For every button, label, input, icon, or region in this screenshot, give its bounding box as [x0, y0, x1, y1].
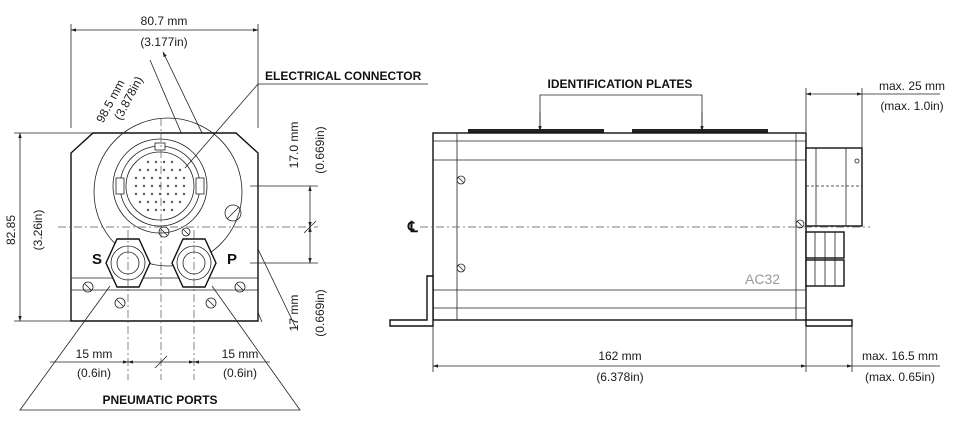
- top-offset-mm-text: 17.0 mm: [287, 122, 301, 169]
- front-view: 80.7 mm (3.177in) 98.5 mm (3.878in) 82.8…: [4, 14, 428, 411]
- length-in-text: (6.378in): [596, 370, 643, 384]
- height-in-text: (3.26in): [31, 210, 45, 251]
- front-flange: [93, 117, 243, 267]
- corner-screws-icon: [82, 226, 246, 309]
- top-offset-in-text: (0.669in): [313, 126, 327, 173]
- port-p-label: P: [227, 251, 237, 268]
- height-mm-text: 82.85: [4, 215, 18, 245]
- bottom-offset-mm-text: 17 mm: [287, 295, 301, 332]
- pneumatic-ports-label: PNEUMATIC PORTS: [102, 393, 217, 407]
- right-port-mm-text: 15 mm: [222, 347, 259, 361]
- left-bracket: [389, 275, 434, 327]
- max-bottom-mm-text: max. 16.5 mm: [862, 349, 938, 363]
- front-screw-icon: [224, 204, 242, 222]
- bottom-offset-in-text: (0.669in): [313, 289, 327, 336]
- width-mm-text: 80.7 mm: [141, 14, 188, 28]
- electrical-connector: [112, 138, 208, 234]
- identification-leader: [539, 94, 703, 132]
- port-s-label: S: [92, 251, 102, 268]
- max-bottom-in-text: (max. 0.65in): [865, 370, 935, 384]
- left-port-mm-text: 15 mm: [76, 347, 113, 361]
- right-port-in-text: (0.6in): [223, 366, 257, 380]
- max-top-mm-text: max. 25 mm: [879, 79, 945, 93]
- side-electrical-connector: [805, 147, 863, 227]
- centerline-symbol: ℄: [407, 219, 418, 236]
- identification-plate-1: [468, 129, 604, 133]
- model-text: AC32: [745, 271, 780, 287]
- identification-plate-2: [632, 129, 768, 133]
- side-view: IDENTIFICATION PLATES AC32: [389, 77, 945, 384]
- right-bracket: [805, 319, 853, 327]
- width-in-text: (3.177in): [140, 35, 187, 49]
- length-mm-text: 162 mm: [598, 349, 641, 363]
- side-housing: [432, 132, 807, 321]
- identification-plates-label: IDENTIFICATION PLATES: [548, 77, 693, 91]
- electrical-connector-leader: [184, 83, 428, 169]
- pneumatic-ports-leader: [19, 285, 301, 411]
- left-port-in-text: (0.6in): [77, 366, 111, 380]
- max-top-in-text: (max. 1.0in): [880, 99, 943, 113]
- side-screws-icon: [456, 175, 805, 273]
- electrical-connector-label: ELECTRICAL CONNECTOR: [265, 69, 422, 83]
